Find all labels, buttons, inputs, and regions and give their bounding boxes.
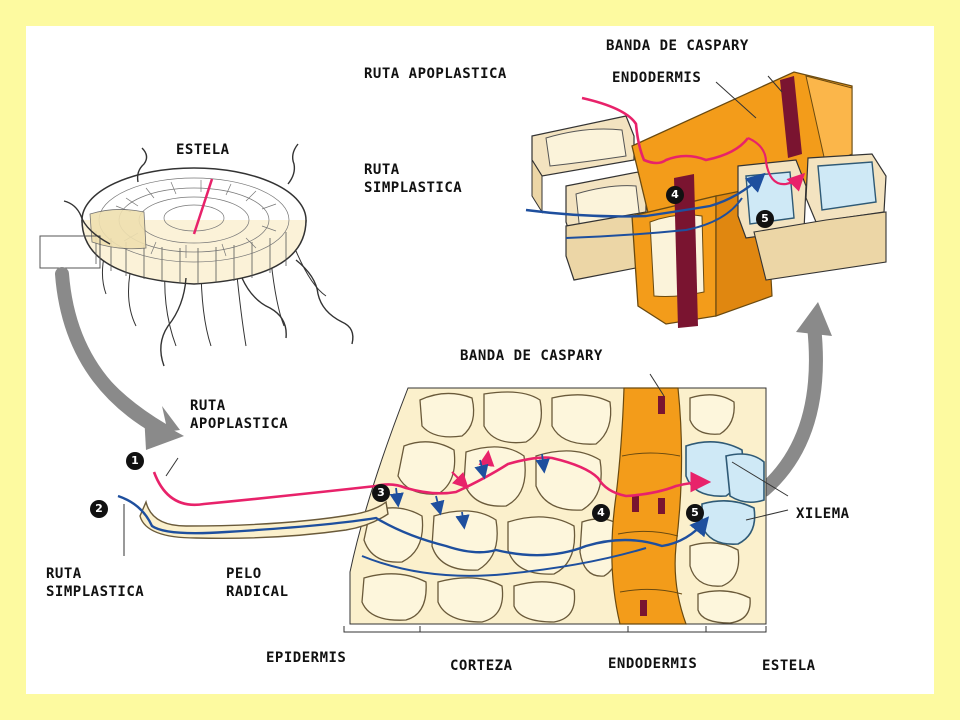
endodermis-band [611, 387, 687, 625]
label-ruta-simplastica-bottom-2: SIMPLASTICA [46, 584, 145, 600]
label-banda-caspary-mid: BANDA DE CASPARY [460, 348, 603, 364]
label-ruta-simplastica-bottom-1: RUTA [46, 566, 82, 582]
marker-4-top: 4 [666, 186, 684, 204]
label-estela-bottom: ESTELA [762, 658, 816, 674]
marker-4: 4 [592, 504, 610, 522]
marker-5-top: 5 [756, 210, 774, 228]
label-xilema: XILEMA [796, 506, 850, 522]
tissue-brackets [343, 626, 767, 633]
label-ruta-simplastica-top-2: SIMPLASTICA [364, 180, 463, 196]
tissue-section [117, 373, 789, 633]
marker-2: 2 [90, 500, 108, 518]
label-ruta-apoplastica-mid-1: RUTA [190, 398, 226, 414]
xylem-vessel [725, 453, 765, 504]
root-hair [139, 499, 389, 540]
label-pelo-radical-1: PELO [226, 566, 262, 582]
label-ruta-apoplastica-mid-2: APOPLASTICA [190, 416, 289, 432]
root-transport-diagram [39, 71, 887, 633]
symplastic-path [117, 494, 710, 557]
label-banda-caspary-top: BANDA DE CASPARY [606, 38, 749, 54]
label-endodermis-bottom: ENDODERMIS [608, 656, 698, 672]
diagram-frame: ESTELA RUTA APOPLASTICA RUTA SIMPLASTICA… [26, 26, 934, 694]
root-cross-section [39, 143, 354, 367]
label-pelo-radical-2: RADICAL [226, 584, 289, 600]
zoom-arrow-right [757, 319, 823, 497]
xylem-vessel [701, 500, 756, 545]
label-estela-top: ESTELA [176, 142, 230, 158]
marker-3: 3 [372, 484, 390, 502]
endodermis-3d-block [525, 71, 887, 328]
label-ruta-apoplastica-top: RUTA APOPLASTICA [364, 66, 507, 82]
label-endodermis-top: ENDODERMIS [612, 70, 702, 86]
marker-5: 5 [686, 504, 704, 522]
apoplastic-path [152, 456, 712, 507]
label-epidermis: EPIDERMIS [266, 650, 347, 666]
symplastic-path-3d [525, 172, 766, 218]
apoplastic-path-3d [581, 96, 750, 165]
marker-1: 1 [126, 452, 144, 470]
label-corteza: CORTEZA [450, 658, 513, 674]
label-ruta-simplastica-top-1: RUTA [364, 162, 400, 178]
